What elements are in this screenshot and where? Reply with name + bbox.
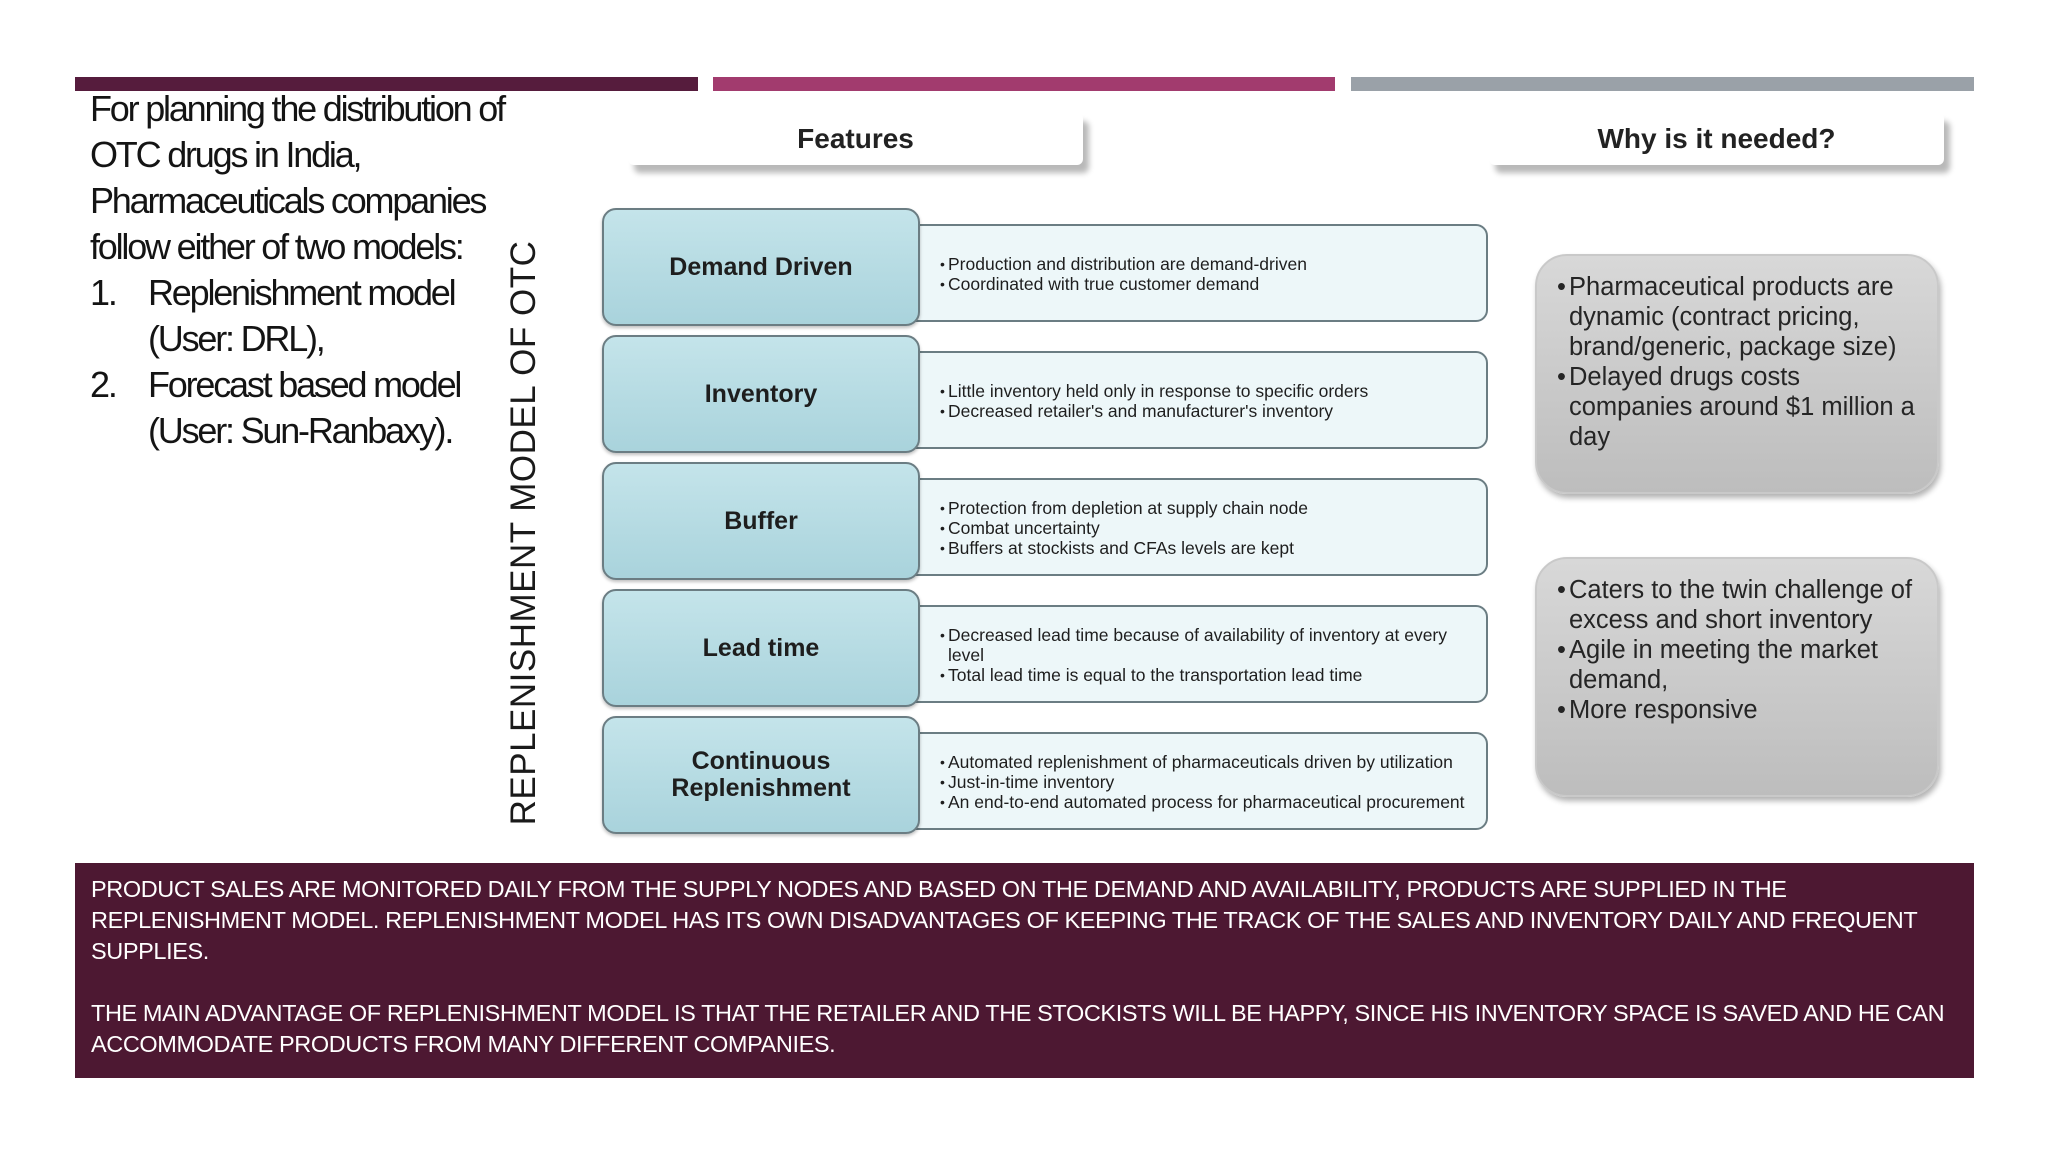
- model-item-text: Forecast based model (User: Sun-Ranbaxy)…: [148, 364, 462, 451]
- why-point: Delayed drugs costs companies around $1 …: [1557, 362, 1917, 452]
- why-needed-box: Caters to the twin challenge of excess a…: [1535, 557, 1939, 797]
- model-item-number: 1.: [90, 272, 118, 313]
- feature-description: Little inventory held only in response t…: [902, 351, 1488, 449]
- feature-point: An end-to-end automated process for phar…: [940, 792, 1472, 812]
- why-point: Caters to the twin challenge of excess a…: [1557, 575, 1917, 635]
- features-header: Features: [628, 113, 1083, 165]
- feature-row-inventory: Inventory Little inventory held only in …: [602, 335, 1488, 453]
- feature-label: Buffer: [602, 462, 920, 580]
- summary-paragraph: THE MAIN ADVANTAGE OF REPLENISHMENT MODE…: [91, 1000, 1945, 1057]
- feature-point: Decreased lead time because of availabil…: [940, 625, 1472, 665]
- feature-point: Total lead time is equal to the transpor…: [940, 665, 1472, 685]
- intro-text: For planning the distribution of OTC dru…: [90, 86, 510, 454]
- feature-row-lead-time: Lead time Decreased lead time because of…: [602, 589, 1488, 707]
- feature-row-buffer: Buffer Protection from depletion at supp…: [602, 462, 1488, 580]
- feature-point: Just-in-time inventory: [940, 772, 1472, 792]
- why-needed-header: Why is it needed?: [1489, 113, 1944, 165]
- intro-lead: For planning the distribution of OTC dru…: [90, 88, 506, 267]
- why-point: Pharmaceutical products are dynamic (con…: [1557, 272, 1917, 362]
- summary-paragraph: PRODUCT SALES ARE MONITORED DAILY FROM T…: [91, 876, 1917, 964]
- feature-label: Inventory: [602, 335, 920, 453]
- why-point: Agile in meeting the market demand,: [1557, 635, 1917, 695]
- model-list: 1. Replenishment model (User: DRL), 2. F…: [90, 270, 510, 454]
- feature-point: Coordinated with true customer demand: [940, 274, 1472, 294]
- feature-label: Lead time: [602, 589, 920, 707]
- feature-label: Demand Driven: [602, 208, 920, 326]
- feature-point: Automated replenishment of pharmaceutica…: [940, 752, 1472, 772]
- feature-row-demand-driven: Demand Driven Production and distributio…: [602, 208, 1488, 326]
- feature-point: Buffers at stockists and CFAs levels are…: [940, 538, 1472, 558]
- model-item-number: 2.: [90, 364, 118, 405]
- feature-description: Automated replenishment of pharmaceutica…: [902, 732, 1488, 830]
- feature-description: Decreased lead time because of availabil…: [902, 605, 1488, 703]
- model-item: 2. Forecast based model (User: Sun-Ranba…: [90, 362, 510, 454]
- feature-point: Combat uncertainty: [940, 518, 1472, 538]
- why-needed-box: Pharmaceutical products are dynamic (con…: [1535, 254, 1939, 494]
- feature-point: Decreased retailer's and manufacturer's …: [940, 401, 1472, 421]
- vertical-title: REPLENISHMENT MODEL OF OTC: [504, 240, 543, 826]
- accent-bar-2: [713, 77, 1335, 91]
- feature-row-continuous-replenishment: Continuous Replenishment Automated reple…: [602, 716, 1488, 834]
- model-item: 1. Replenishment model (User: DRL),: [90, 270, 510, 362]
- feature-point: Production and distribution are demand-d…: [940, 254, 1472, 274]
- feature-point: Protection from depletion at supply chai…: [940, 498, 1472, 518]
- why-point: More responsive: [1557, 695, 1917, 725]
- summary-banner: PRODUCT SALES ARE MONITORED DAILY FROM T…: [75, 863, 1974, 1078]
- accent-bar-1: [75, 77, 698, 91]
- feature-label: Continuous Replenishment: [602, 716, 920, 834]
- feature-point: Little inventory held only in response t…: [940, 381, 1472, 401]
- feature-description: Production and distribution are demand-d…: [902, 224, 1488, 322]
- feature-description: Protection from depletion at supply chai…: [902, 478, 1488, 576]
- accent-bar-3: [1351, 77, 1974, 91]
- model-item-text: Replenishment model (User: DRL),: [148, 272, 457, 359]
